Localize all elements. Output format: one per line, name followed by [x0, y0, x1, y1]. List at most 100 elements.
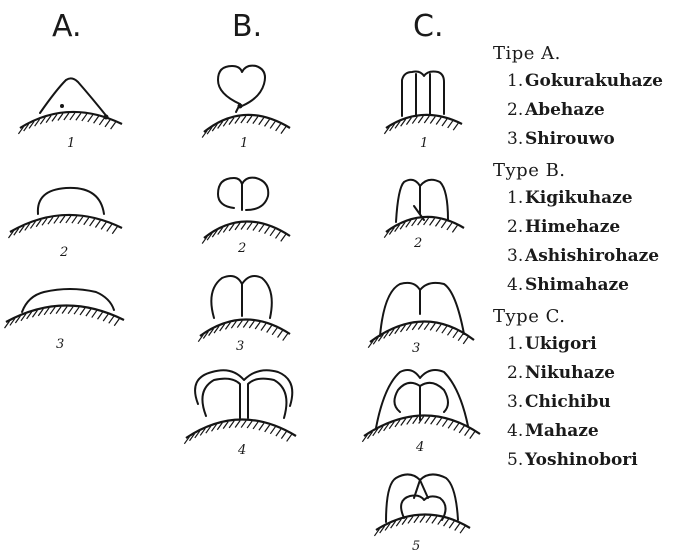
- hatch-stroke: [66, 216, 71, 223]
- hatch-stroke: [60, 216, 65, 223]
- item-name: Kigikuhaze: [525, 188, 633, 208]
- figure-b2: 2: [204, 178, 290, 256]
- hatch-stroke: [249, 321, 254, 328]
- hatch-stroke: [107, 224, 112, 231]
- hatch-stroke: [270, 229, 275, 236]
- hatch-stroke: [112, 227, 117, 234]
- hatch-stroke: [259, 118, 264, 125]
- hatch-stroke: [465, 429, 470, 436]
- legend-title: Tipe A.: [493, 40, 688, 67]
- hatch-stroke: [241, 421, 246, 428]
- item-name: Yoshinobori: [525, 450, 638, 470]
- hatch-stroke: [453, 123, 458, 130]
- legend-item: 4.Mahaze: [493, 417, 688, 446]
- hatch-stroke: [460, 526, 465, 533]
- figure-number: 3: [236, 339, 244, 354]
- hatch-stroke: [424, 323, 429, 330]
- legend-group-b: Type B. 1.Kigikuhaze 2.Himehaze 3.Ashish…: [493, 157, 688, 300]
- figure-c2: 2: [386, 180, 464, 251]
- legend-group-a: Tipe A. 1.Gokurakuhaze 2.Abehaze 3.Shiro…: [493, 40, 688, 154]
- hatch-stroke: [458, 334, 463, 341]
- item-number: 1.: [507, 330, 525, 359]
- figure-number: 4: [237, 443, 246, 458]
- hatch-stroke: [281, 127, 286, 134]
- figure-b4: 4: [186, 370, 296, 458]
- figure-c4: 4: [364, 370, 480, 455]
- hatch-stroke: [105, 120, 110, 127]
- hatch-stroke: [454, 423, 459, 430]
- hatch-stroke: [253, 422, 258, 429]
- hatch-stroke: [442, 326, 447, 333]
- hatch-stroke: [265, 119, 270, 126]
- legend-item: 3.Chichibu: [493, 388, 688, 417]
- legend-item: 3.Ashishirohaze: [493, 242, 688, 271]
- hatch-stroke: [449, 521, 454, 528]
- hatch-stroke: [438, 518, 443, 525]
- hatch-stroke: [455, 523, 460, 530]
- item-number: 4.: [507, 417, 525, 446]
- hatch-stroke: [237, 321, 242, 328]
- hatch-stroke: [78, 217, 83, 224]
- hatch-stroke: [84, 218, 89, 225]
- hatch-stroke: [259, 225, 264, 232]
- hatch-stroke: [281, 432, 286, 439]
- hatch-stroke: [109, 316, 114, 323]
- item-number: 1.: [507, 67, 525, 96]
- hatch-stroke: [253, 117, 258, 124]
- column-heading-b: B.: [232, 9, 262, 44]
- hatch-stroke: [231, 321, 236, 328]
- hatch-stroke: [52, 114, 57, 121]
- column-heading-a: A.: [52, 9, 82, 44]
- hatch-stroke: [470, 432, 475, 439]
- hatch-stroke: [265, 227, 270, 234]
- hatch-stroke: [418, 218, 423, 225]
- species-legend: Tipe A. 1.Gokurakuhaze 2.Abehaze 3.Shiro…: [493, 40, 688, 475]
- item-number: 3.: [507, 388, 525, 417]
- item-name: Ashishirohaze: [525, 246, 659, 266]
- hatch-stroke: [463, 337, 468, 344]
- hatch-stroke: [64, 113, 69, 120]
- hatch-stroke: [447, 223, 452, 230]
- figure-number: 3: [412, 341, 420, 356]
- hatch-stroke: [452, 225, 457, 232]
- hatch-stroke: [436, 118, 441, 125]
- hatch-stroke: [235, 223, 240, 230]
- hatch-stroke: [255, 322, 260, 329]
- hatch-stroke: [430, 218, 435, 225]
- hatch-stroke: [76, 113, 81, 120]
- hatch-stroke: [442, 420, 447, 427]
- figure-c5: 5: [376, 474, 470, 554]
- hatch-stroke: [99, 118, 104, 125]
- item-number: 2.: [507, 213, 525, 242]
- hatch-stroke: [253, 223, 258, 230]
- hatch-stroke: [413, 417, 418, 424]
- hatch-stroke: [229, 421, 234, 428]
- legend-item: 2.Nikuhaze: [493, 359, 688, 388]
- hatch-stroke: [412, 323, 417, 330]
- hatch-stroke: [101, 222, 106, 229]
- legend-item: 5.Yoshinobori: [493, 446, 688, 475]
- legend-title: Type B.: [493, 157, 688, 184]
- hatch-stroke: [86, 309, 91, 316]
- hatch-stroke: [418, 322, 423, 329]
- hatch-stroke: [283, 334, 288, 341]
- column-heading-c: C.: [413, 9, 443, 44]
- legend-item: 2.Abehaze: [493, 96, 688, 125]
- figure-number: 4: [415, 440, 424, 455]
- hatch-stroke: [111, 122, 116, 129]
- hatch-stroke: [247, 223, 252, 230]
- figure-number: 3: [56, 337, 64, 352]
- hatch-stroke: [442, 119, 447, 126]
- hatch-stroke: [261, 324, 266, 331]
- item-name: Mahaze: [525, 421, 599, 441]
- hatch-stroke: [235, 117, 240, 124]
- hatch-stroke: [80, 308, 85, 315]
- hatch-stroke: [436, 325, 441, 332]
- hatch-stroke: [103, 314, 108, 321]
- legend-item: 1.Ukigori: [493, 330, 688, 359]
- hatch-stroke: [235, 421, 240, 428]
- hatch-stroke: [270, 121, 275, 128]
- item-number: 1.: [507, 184, 525, 213]
- legend-item: 1.Gokurakuhaze: [493, 67, 688, 96]
- figure-number: 1: [240, 136, 248, 151]
